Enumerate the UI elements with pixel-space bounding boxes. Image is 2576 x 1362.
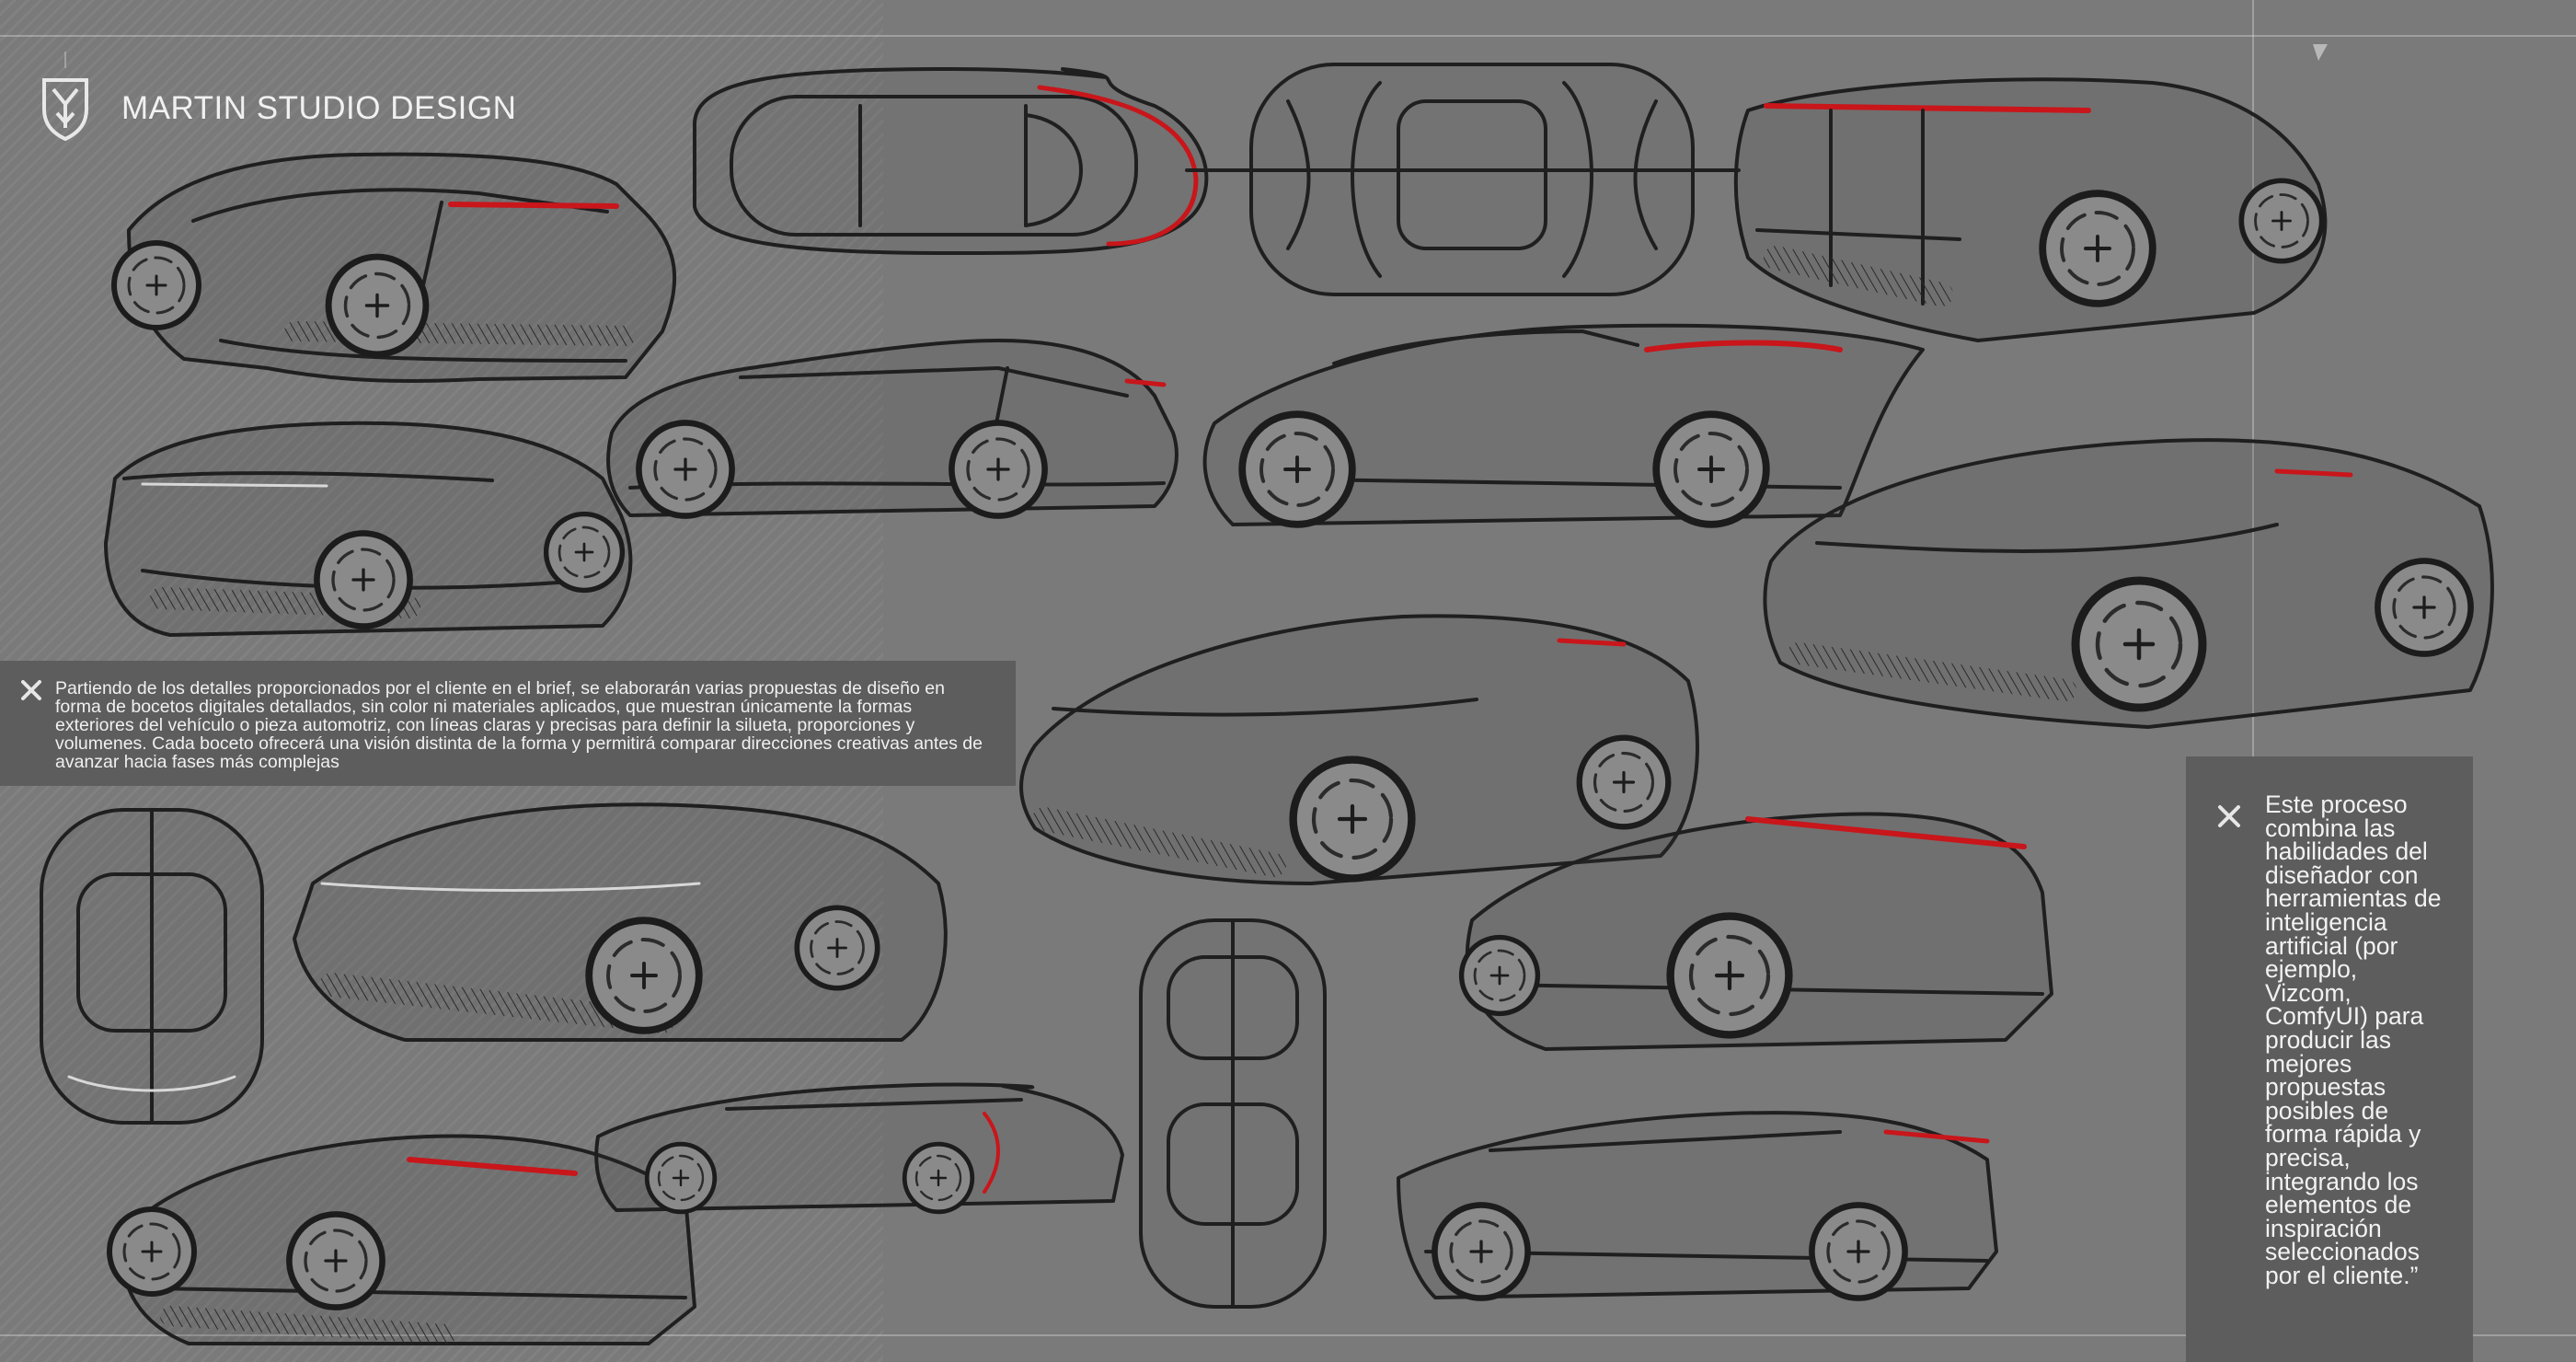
close-icon[interactable] xyxy=(2215,802,2243,830)
frame-left-tick xyxy=(64,52,66,68)
sketch-front-suv xyxy=(104,421,633,637)
close-icon[interactable] xyxy=(18,677,44,703)
corner-triangle-icon xyxy=(2313,44,2328,61)
frame-right-line xyxy=(2252,0,2254,1362)
sketch-side-suv-1 xyxy=(606,339,1179,516)
frame-bottom-line xyxy=(0,1334,2576,1336)
process-description-text: Este proceso combina las habilidades del… xyxy=(2265,791,2442,1289)
sketch-front-suv-2 xyxy=(293,802,948,1042)
sketch-side-suv-2 xyxy=(1397,1111,1998,1299)
sketch-top-view-4 xyxy=(1139,918,1327,1309)
sketch-top-view-2 xyxy=(1185,63,1741,296)
sketch-side-small xyxy=(594,1082,1124,1212)
process-description-panel: Este proceso combina las habilidades del… xyxy=(2186,756,2473,1362)
sketch-rear-suv-2 xyxy=(109,1134,696,1345)
sketch-center-hatch xyxy=(1019,614,1699,885)
sketch-top-view-3 xyxy=(40,808,264,1125)
brand-header: MARTIN STUDIO DESIGN xyxy=(40,72,516,145)
brand-title: MARTIN STUDIO DESIGN xyxy=(121,90,517,126)
sketch-rear-hatch xyxy=(1462,812,2053,1051)
brief-description-text: Partiendo de los detalles proporcionados… xyxy=(55,678,983,772)
shield-crest-logo xyxy=(42,78,88,141)
sketch-side-coupe xyxy=(1202,323,1925,525)
sketch-rear-van xyxy=(1733,77,2328,342)
sketch-top-view-1 xyxy=(693,67,1209,255)
frame-top-line xyxy=(0,35,2576,37)
sketch-front-sedan xyxy=(1763,438,2494,729)
brief-description-panel: Partiendo de los detalles proporcionados… xyxy=(0,661,1016,786)
sketch-rear-suv-1 xyxy=(114,152,677,384)
